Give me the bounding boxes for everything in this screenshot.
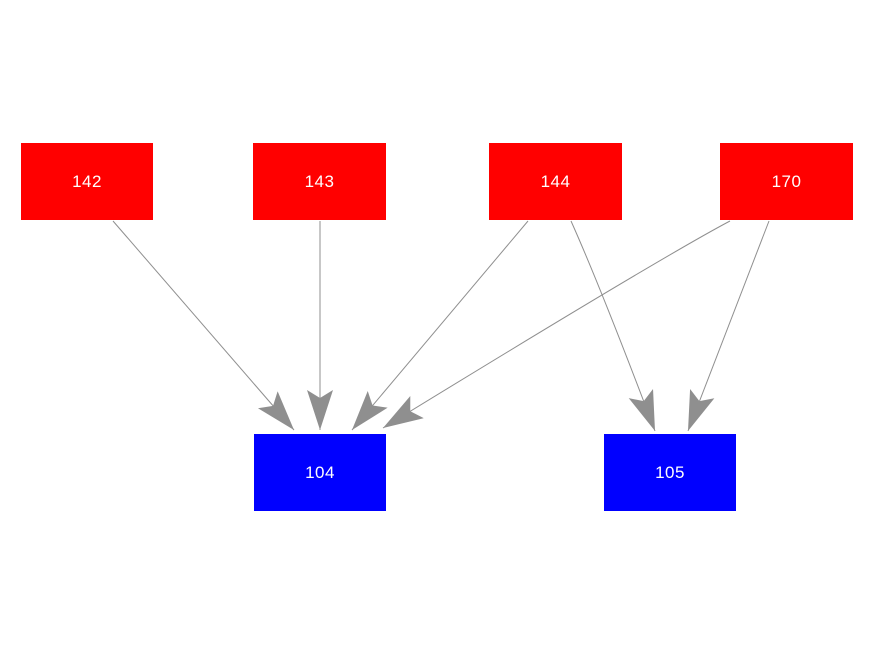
- edge-144-to-104: [351, 220, 529, 431]
- node-label: 142: [72, 172, 102, 191]
- node-142[interactable]: 142: [21, 143, 153, 220]
- edge-170-to-105: [687, 220, 770, 432]
- node-label: 105: [655, 463, 685, 482]
- node-170[interactable]: 170: [720, 143, 853, 220]
- node-105[interactable]: 105: [604, 434, 736, 511]
- edge-144-to-105: [570, 220, 656, 432]
- node-144[interactable]: 144: [489, 143, 622, 220]
- node-label: 170: [771, 172, 802, 191]
- node-104[interactable]: 104: [254, 434, 386, 511]
- node-label: 144: [540, 172, 571, 191]
- node-143[interactable]: 143: [253, 143, 386, 220]
- node-label: 104: [305, 463, 335, 482]
- edge-142-to-104: [112, 220, 295, 431]
- node-label: 143: [304, 172, 335, 191]
- edge-170-to-104: [382, 220, 731, 429]
